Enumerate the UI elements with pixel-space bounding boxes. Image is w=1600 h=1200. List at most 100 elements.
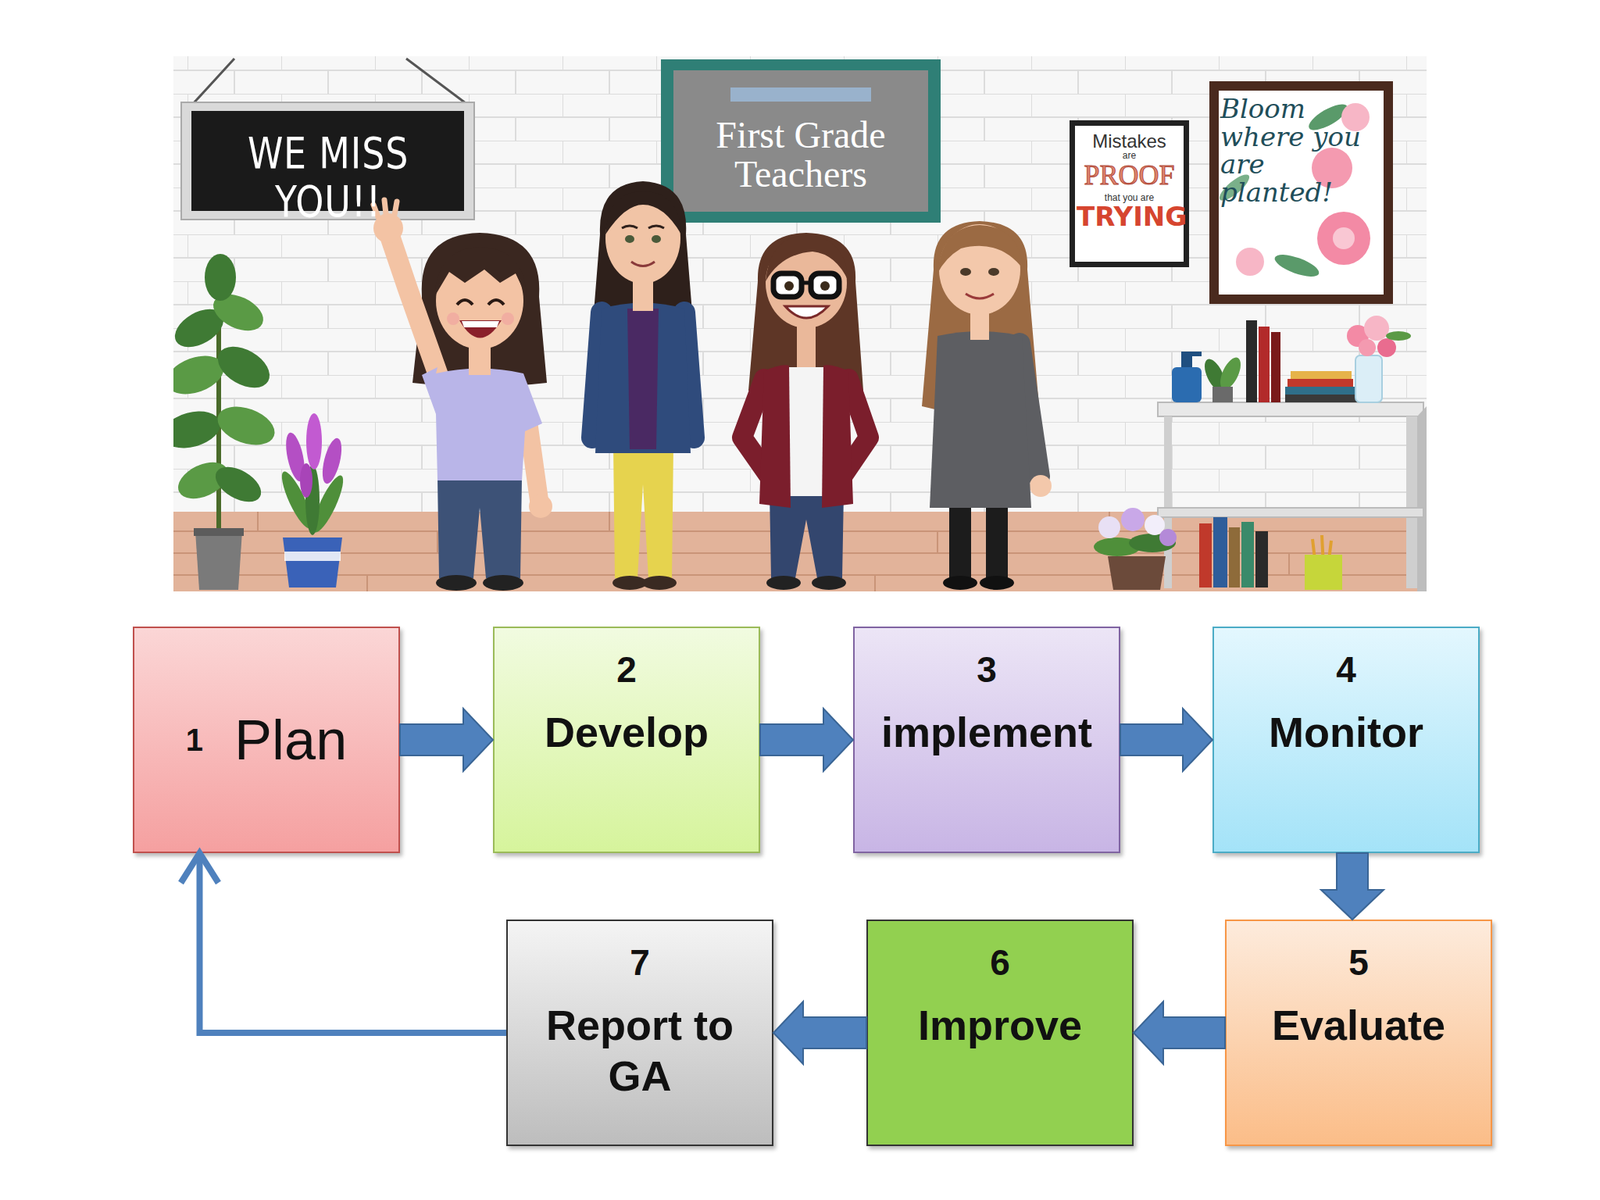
illustration-scene bbox=[173, 56, 1427, 592]
teacher-figure bbox=[435, 575, 477, 591]
flower-plant bbox=[318, 435, 346, 486]
flower-poster bbox=[1271, 250, 1322, 281]
small-plant bbox=[1216, 354, 1246, 393]
sign-text: First Grade Teachers bbox=[676, 115, 925, 195]
block-arrow bbox=[1120, 708, 1213, 772]
name-frame bbox=[660, 59, 941, 223]
book-stack bbox=[1285, 386, 1356, 395]
hanging-sign bbox=[191, 58, 469, 106]
teacher-figure bbox=[651, 235, 661, 243]
teacher-figure bbox=[988, 267, 1000, 276]
potted-tree bbox=[212, 399, 280, 452]
potted-tree bbox=[210, 338, 277, 397]
teacher-figure bbox=[773, 273, 802, 297]
lower-books bbox=[1213, 517, 1228, 588]
step-label: implement bbox=[881, 707, 1093, 758]
teacher-figure bbox=[759, 364, 791, 508]
side-table bbox=[1157, 507, 1424, 518]
teacher-figure bbox=[595, 303, 691, 454]
teacher-figure bbox=[820, 281, 830, 291]
step-label: Plan bbox=[234, 706, 347, 774]
soap-bottle bbox=[1171, 367, 1202, 403]
step-number: 3 bbox=[976, 648, 997, 692]
teacher-figure bbox=[373, 200, 553, 591]
sign-word: that bbox=[1104, 192, 1123, 204]
step-number: 7 bbox=[629, 941, 650, 985]
potted-tree bbox=[173, 405, 225, 454]
step-label: Improve bbox=[917, 1000, 1083, 1051]
step-number: 5 bbox=[1348, 941, 1369, 985]
name-frame bbox=[673, 70, 929, 212]
teacher-figure bbox=[785, 306, 829, 318]
teacher-figure bbox=[627, 308, 659, 450]
flower-vase bbox=[1377, 338, 1397, 358]
step-label: Evaluate bbox=[1271, 1000, 1446, 1051]
potted-tree bbox=[204, 253, 236, 301]
lower-books bbox=[1241, 521, 1254, 588]
potted-tree bbox=[195, 531, 243, 590]
pencil-cup bbox=[1304, 535, 1343, 590]
step-number: 6 bbox=[989, 941, 1011, 985]
teacher-figure bbox=[446, 312, 460, 325]
teacher-figure bbox=[985, 506, 1008, 581]
small-plant bbox=[1212, 386, 1233, 403]
step-number: 2 bbox=[616, 648, 637, 692]
lower-books bbox=[1228, 527, 1240, 588]
flower-plant bbox=[282, 537, 343, 588]
teacher-figure bbox=[949, 506, 972, 581]
return-arrow bbox=[200, 853, 508, 1033]
potted-flowers bbox=[1098, 516, 1121, 539]
teacher-figure bbox=[766, 575, 801, 590]
process-box: 2Develop bbox=[492, 626, 761, 854]
soap-bottle bbox=[1171, 351, 1202, 403]
teacher-figure bbox=[528, 421, 540, 500]
teacher-figure bbox=[437, 478, 522, 579]
potted-flowers bbox=[1093, 507, 1177, 590]
step-number: 4 bbox=[1335, 648, 1357, 692]
flower-poster bbox=[1332, 227, 1355, 250]
step-label: Report to GA bbox=[525, 1000, 755, 1102]
teacher-figure bbox=[742, 232, 869, 590]
book-stack bbox=[1287, 378, 1354, 387]
teacher-figure bbox=[965, 293, 994, 299]
teacher-figure bbox=[1029, 475, 1052, 497]
teacher-figure bbox=[631, 261, 655, 267]
block-arrow bbox=[1321, 853, 1384, 920]
flower-plant bbox=[300, 463, 313, 498]
small-plant bbox=[1200, 354, 1246, 403]
teacher-figure bbox=[937, 225, 1024, 274]
sign-word: TRYING bbox=[1076, 203, 1183, 232]
teacher-figure bbox=[434, 246, 527, 297]
book-stack bbox=[1258, 326, 1270, 403]
book-stack bbox=[1290, 371, 1352, 379]
brick-wall bbox=[173, 56, 1427, 592]
potted-flowers bbox=[1107, 556, 1166, 590]
step-label: Develop bbox=[544, 707, 709, 758]
teacher-figure bbox=[501, 312, 515, 325]
teacher-figure bbox=[942, 575, 978, 590]
lower-books bbox=[1199, 517, 1268, 588]
teacher-figure bbox=[785, 367, 829, 497]
book-stack bbox=[1246, 320, 1358, 403]
teacher-figure bbox=[642, 575, 677, 590]
flower-poster bbox=[1218, 90, 1384, 295]
side-table bbox=[1406, 416, 1418, 589]
potted-flowers bbox=[1159, 528, 1177, 547]
sign-word: are bbox=[1140, 192, 1154, 204]
teacher-figure bbox=[590, 181, 696, 590]
flower-poster bbox=[1317, 211, 1371, 265]
process-box: 1Plan bbox=[132, 626, 400, 854]
teacher-figure bbox=[421, 367, 543, 481]
poster-frame bbox=[1075, 125, 1184, 262]
lower-books bbox=[1255, 531, 1268, 588]
name-frame bbox=[660, 59, 941, 223]
teacher-figure bbox=[461, 321, 500, 328]
sign-text: WE MISS YOU!! bbox=[219, 128, 438, 225]
sign-text: Bloom where you are planted! bbox=[1220, 95, 1369, 208]
lower-books bbox=[1199, 523, 1212, 588]
pencil-cup bbox=[1304, 554, 1343, 590]
flower-vase bbox=[1346, 315, 1411, 403]
side-table bbox=[1164, 416, 1172, 589]
potted-tree bbox=[209, 459, 267, 509]
flower-vase bbox=[1358, 339, 1376, 357]
